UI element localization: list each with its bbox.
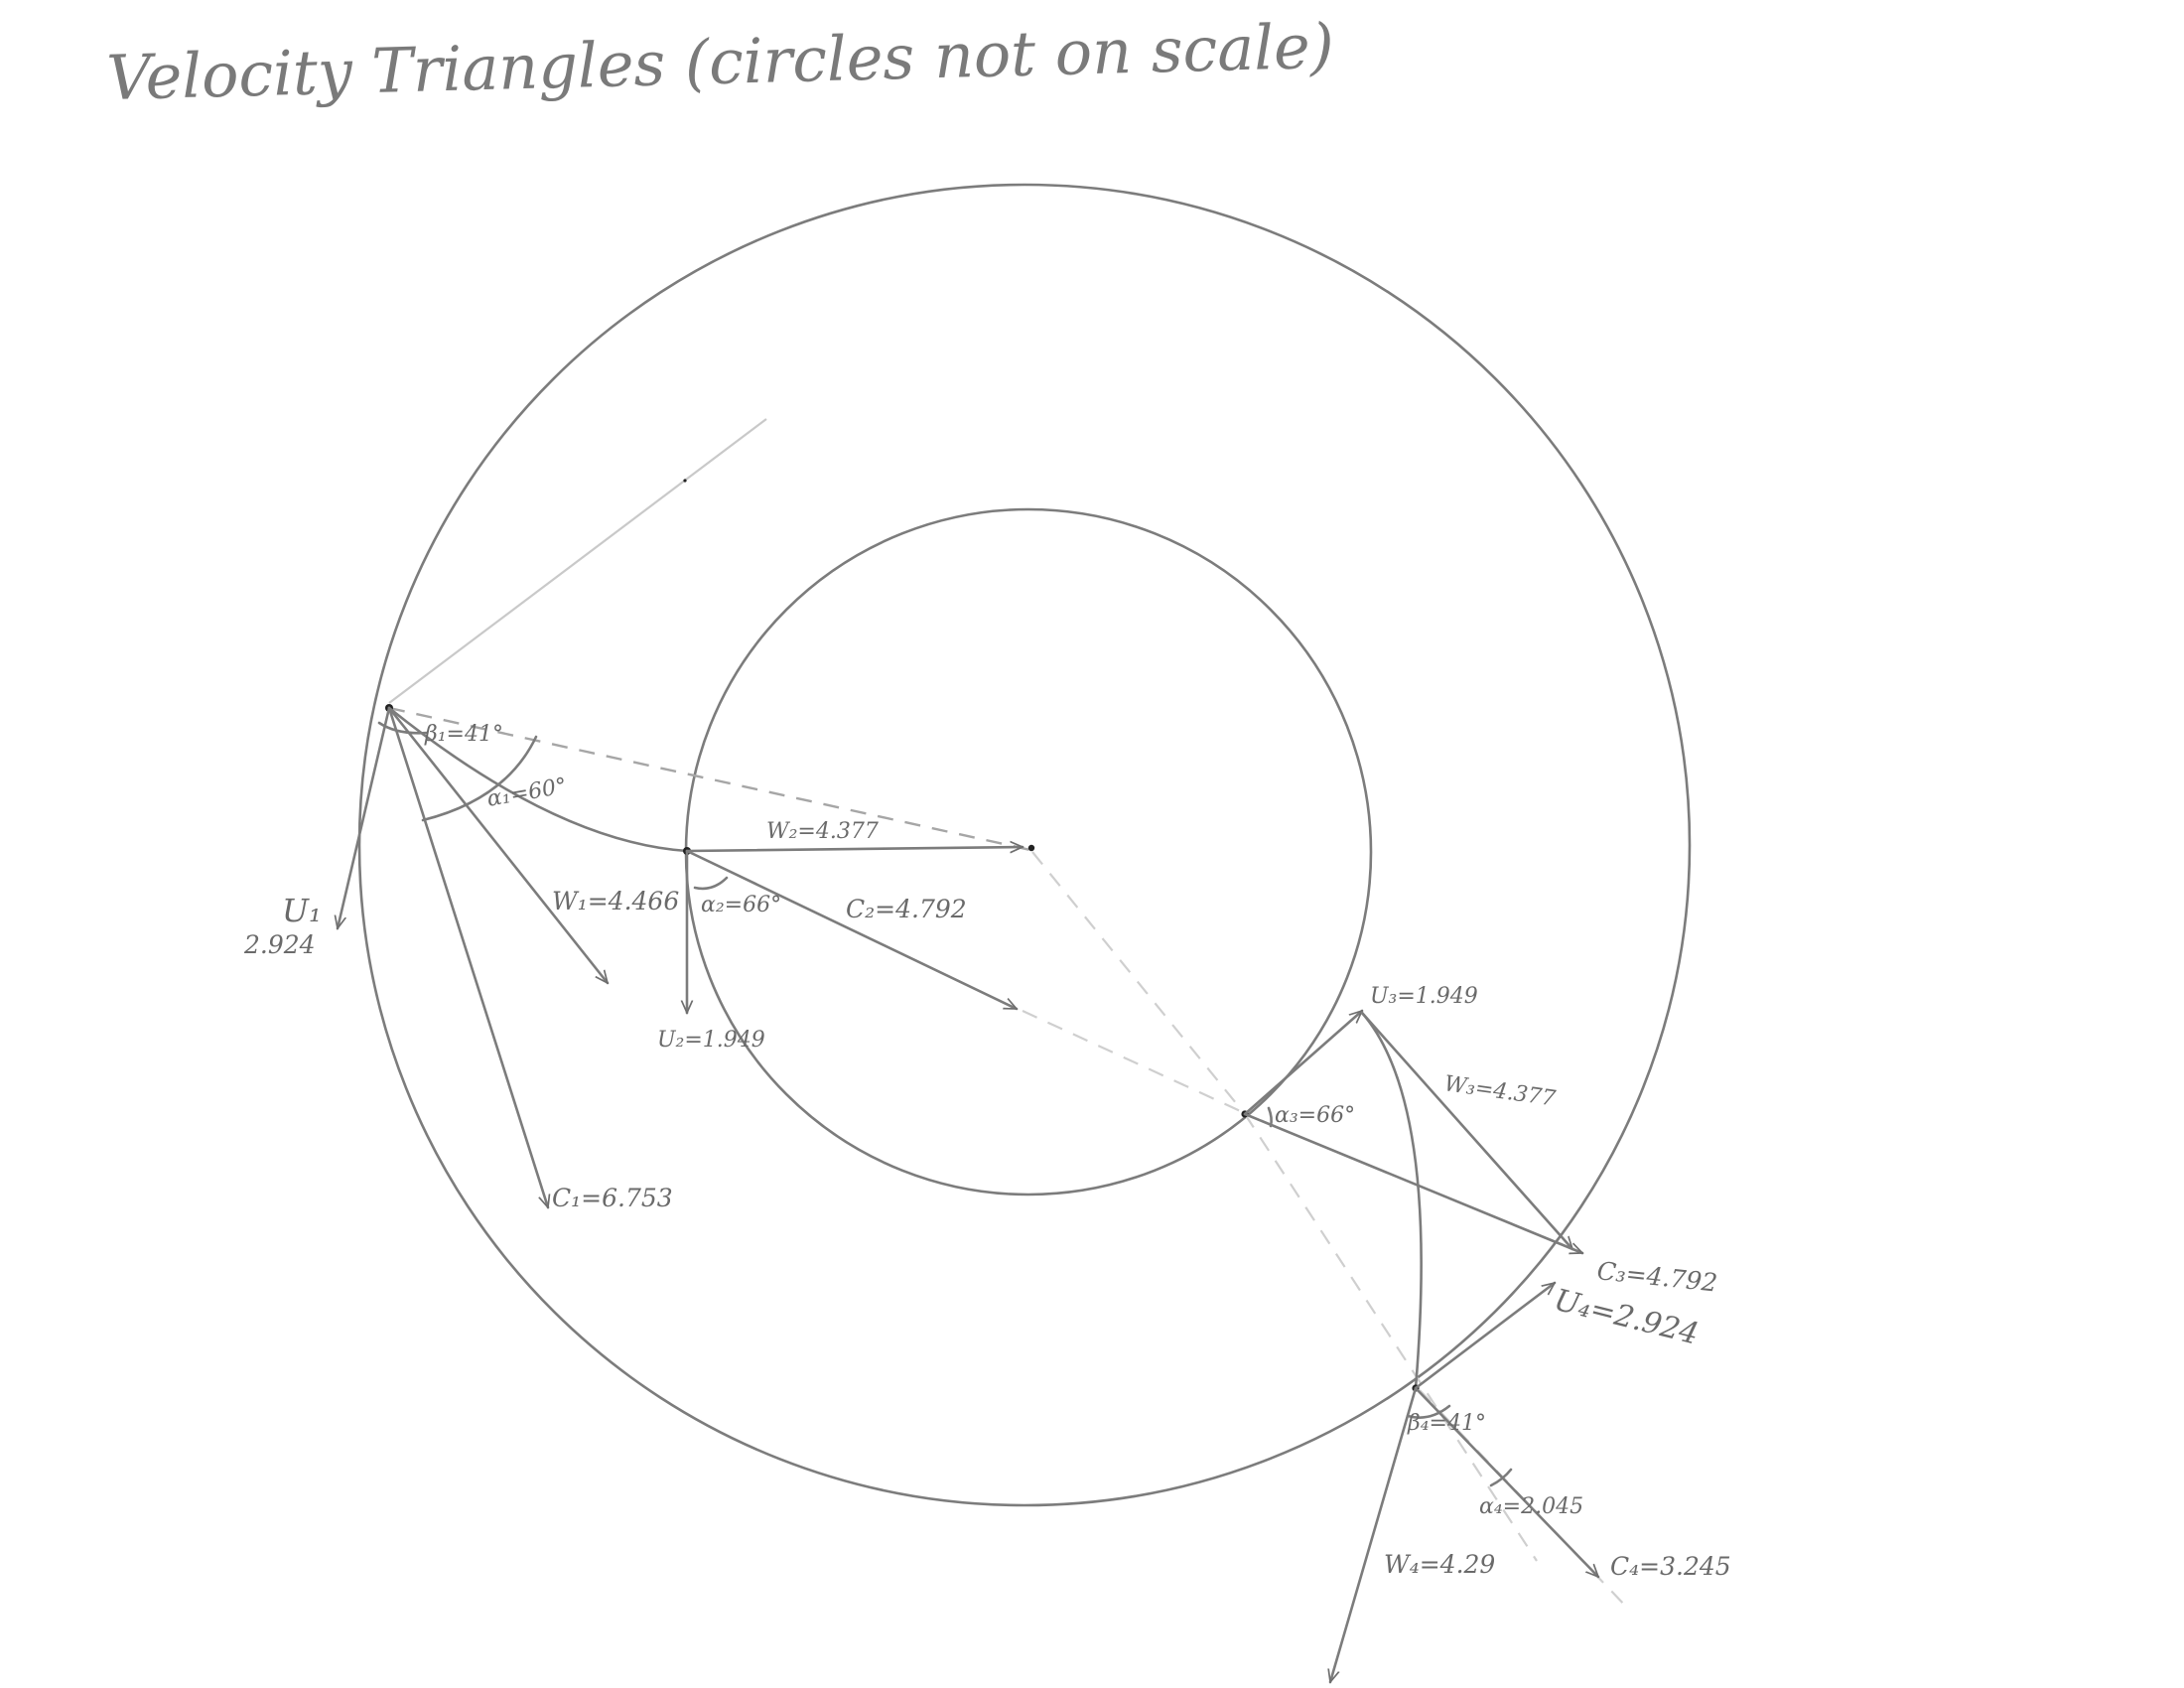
inner-circle bbox=[684, 507, 1373, 1196]
u1-name-label: U₁ bbox=[282, 892, 322, 929]
w3-vector bbox=[1360, 1011, 1572, 1249]
c3-label: C₃=4.792 bbox=[1595, 1256, 1718, 1298]
u3-label: U₃=1.949 bbox=[1370, 984, 1478, 1009]
triangle-station-2: W₂=4.377 α₂=66° C₂=4.792 U₂=1.949 bbox=[657, 819, 1023, 1053]
w1-vector bbox=[387, 706, 610, 983]
w2-vector bbox=[685, 847, 1023, 851]
c1-label: C₁=6.753 bbox=[552, 1184, 673, 1212]
circle-center-point bbox=[1027, 844, 1035, 852]
alpha2-arc bbox=[693, 876, 729, 891]
c4-vector bbox=[1414, 1386, 1598, 1577]
w2-label: W₂=4.377 bbox=[766, 819, 879, 844]
stray-dot bbox=[683, 479, 687, 483]
blade-curve-2 bbox=[1360, 1011, 1423, 1390]
u1-value-label: 2.924 bbox=[243, 930, 316, 959]
beta1-arc bbox=[377, 721, 429, 735]
radius-dashed-4 bbox=[1244, 1113, 1538, 1562]
beta1-label: β₁=41° bbox=[424, 722, 503, 747]
u4-vector bbox=[1414, 1281, 1555, 1390]
u3-vector bbox=[1243, 1011, 1362, 1116]
w4-label: W₄=4.29 bbox=[1384, 1550, 1495, 1579]
w1-label: W₁=4.466 bbox=[552, 887, 679, 915]
u1-vector bbox=[338, 706, 391, 928]
diagram-title: Velocity Triangles (circles not on scale… bbox=[105, 10, 1334, 114]
radius-dashed-3 bbox=[1022, 1010, 1248, 1115]
u2-label: U₂=1.949 bbox=[657, 1028, 765, 1053]
alpha1-arc bbox=[421, 735, 538, 822]
alpha2-label: α₂=66° bbox=[701, 893, 781, 917]
c2-vector bbox=[685, 849, 1017, 1011]
c2-label: C₂=4.792 bbox=[846, 895, 967, 923]
beta4-label: β₄=41° bbox=[1407, 1411, 1486, 1436]
alpha4-arc bbox=[1489, 1468, 1513, 1487]
alpha4-label: α₄=2.045 bbox=[1479, 1494, 1583, 1519]
outer-circle bbox=[357, 183, 1692, 1507]
beta4-arc bbox=[1406, 1404, 1451, 1419]
w4-vector bbox=[1330, 1386, 1418, 1682]
c3-vector bbox=[1243, 1112, 1582, 1255]
c1-vector bbox=[387, 706, 548, 1207]
w3-label: W₃=4.377 bbox=[1442, 1071, 1557, 1111]
alpha3-arc bbox=[1267, 1106, 1273, 1128]
radius-dashed-2 bbox=[1031, 851, 1246, 1115]
blade-curve-1 bbox=[387, 706, 689, 853]
c4-label: C₄=3.245 bbox=[1610, 1552, 1731, 1581]
construction-line bbox=[388, 418, 767, 704]
triangle-station-1: U₁ 2.924 β₁=41° α₁=60° W₁=4.466 C₁=6.753 bbox=[243, 704, 689, 1212]
triangle-station-4: U₄=2.924 β₄=41° α₄=2.045 W₄=4.29 C₄=3.24… bbox=[1330, 1281, 1731, 1682]
alpha1-label: α₁=60° bbox=[485, 774, 569, 812]
alpha3-label: α₃=66° bbox=[1275, 1103, 1355, 1128]
